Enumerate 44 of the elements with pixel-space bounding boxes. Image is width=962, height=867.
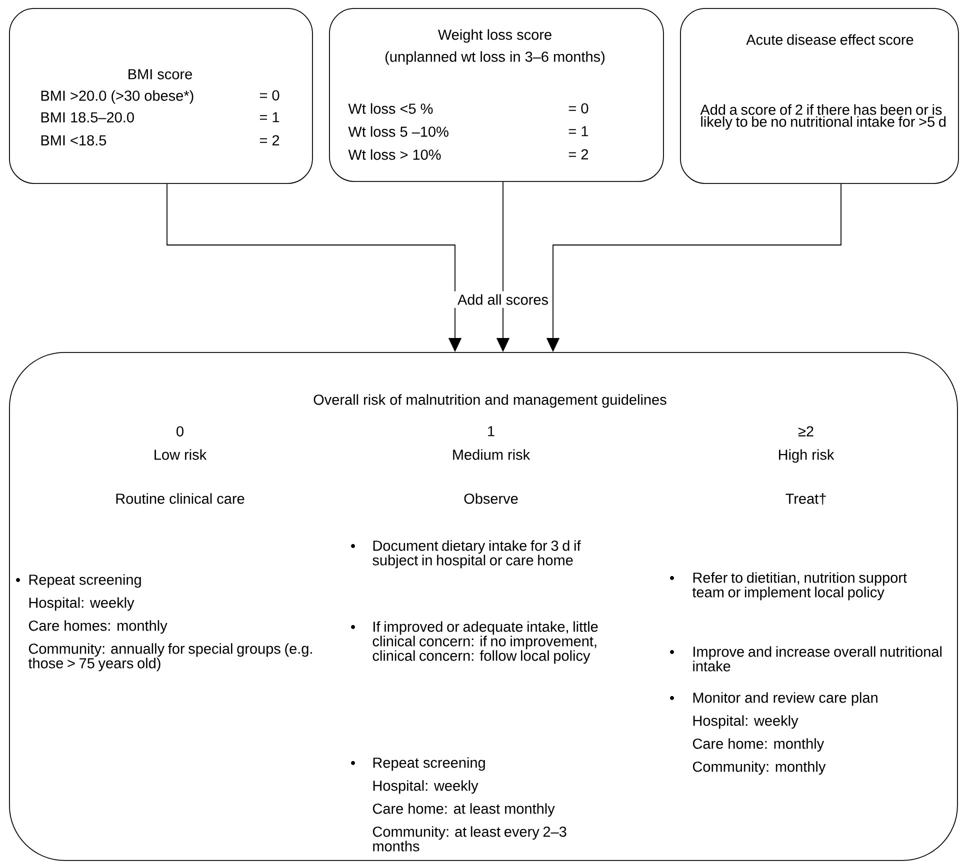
bullet-item: Repeat screening xyxy=(16,574,141,588)
bullet-item: Refer to dietitian, nutrition support team or implement local policy xyxy=(670,572,907,600)
list-line: Care homes: monthly xyxy=(28,620,168,634)
score-row: BMI <18.5 xyxy=(41,135,106,146)
box-heading: BMI score xyxy=(128,69,192,80)
score-value: = 0 xyxy=(260,90,280,100)
score-row: Wt loss <5 % xyxy=(348,103,433,114)
list-line: Care home: monthly xyxy=(692,738,824,752)
list-line: Community: at least every 2–3 months xyxy=(372,826,566,852)
score-value: = 2 xyxy=(568,149,588,160)
score-value: = 1 xyxy=(260,112,280,122)
box-subheading: (unplanned wt loss in 3–6 months) xyxy=(385,51,604,65)
score-value: = 1 xyxy=(568,126,588,136)
risk-score: ≥2 xyxy=(798,426,814,436)
panel-heading: Overall risk of malnutrition and management guidelines xyxy=(314,394,666,408)
bullet-item: Improve and increase overall nutritional intake xyxy=(670,646,942,672)
score-row: Wt loss > 10% xyxy=(348,149,441,160)
action-label: Treat† xyxy=(786,493,826,505)
list-line: Care home: at least monthly xyxy=(372,803,555,817)
score-row: Wt loss 5 –10% xyxy=(348,126,448,137)
score-rule: Add a score of 2 if there has been or is likely to be no nutritional intake for >5 d xyxy=(700,104,946,130)
risk-score: 0 xyxy=(176,426,184,436)
bullet-item: Document dietary intake for 3 d if subject in hospital or care home xyxy=(351,540,581,568)
list-line: Hospital: weekly xyxy=(373,780,478,794)
list-line: Community: monthly xyxy=(692,761,826,775)
bullet-item: Repeat screening xyxy=(351,757,485,771)
action-label: Observe xyxy=(464,493,518,504)
score-value: = 0 xyxy=(568,103,588,114)
action-label: Routine clinical care xyxy=(116,493,244,504)
risk-level: Medium risk xyxy=(453,449,530,460)
score-row: BMI >20.0 (>30 obese*) xyxy=(41,90,194,104)
box-heading: Acute disease effect score xyxy=(746,34,914,45)
risk-level: High risk xyxy=(779,449,834,463)
risk-level: Low risk xyxy=(154,449,207,460)
box-heading: Weight loss score xyxy=(438,29,552,43)
bullet-item: If improved or adequate intake, little clinical concern: if no improvement, clinical concern: follow local policy xyxy=(351,621,598,664)
list-line: Hospital: weekly xyxy=(693,715,798,729)
list-line: Community: annually for special groups (e.g. those > 75 years old) xyxy=(28,643,312,672)
score-row: BMI 18.5–20.0 xyxy=(41,112,134,122)
risk-score: 1 xyxy=(488,426,494,436)
bullet-item: Monitor and review care plan xyxy=(670,692,878,706)
list-line: Hospital: weekly xyxy=(29,597,134,611)
score-value: = 2 xyxy=(260,135,280,146)
label: Add all scores xyxy=(454,291,552,308)
